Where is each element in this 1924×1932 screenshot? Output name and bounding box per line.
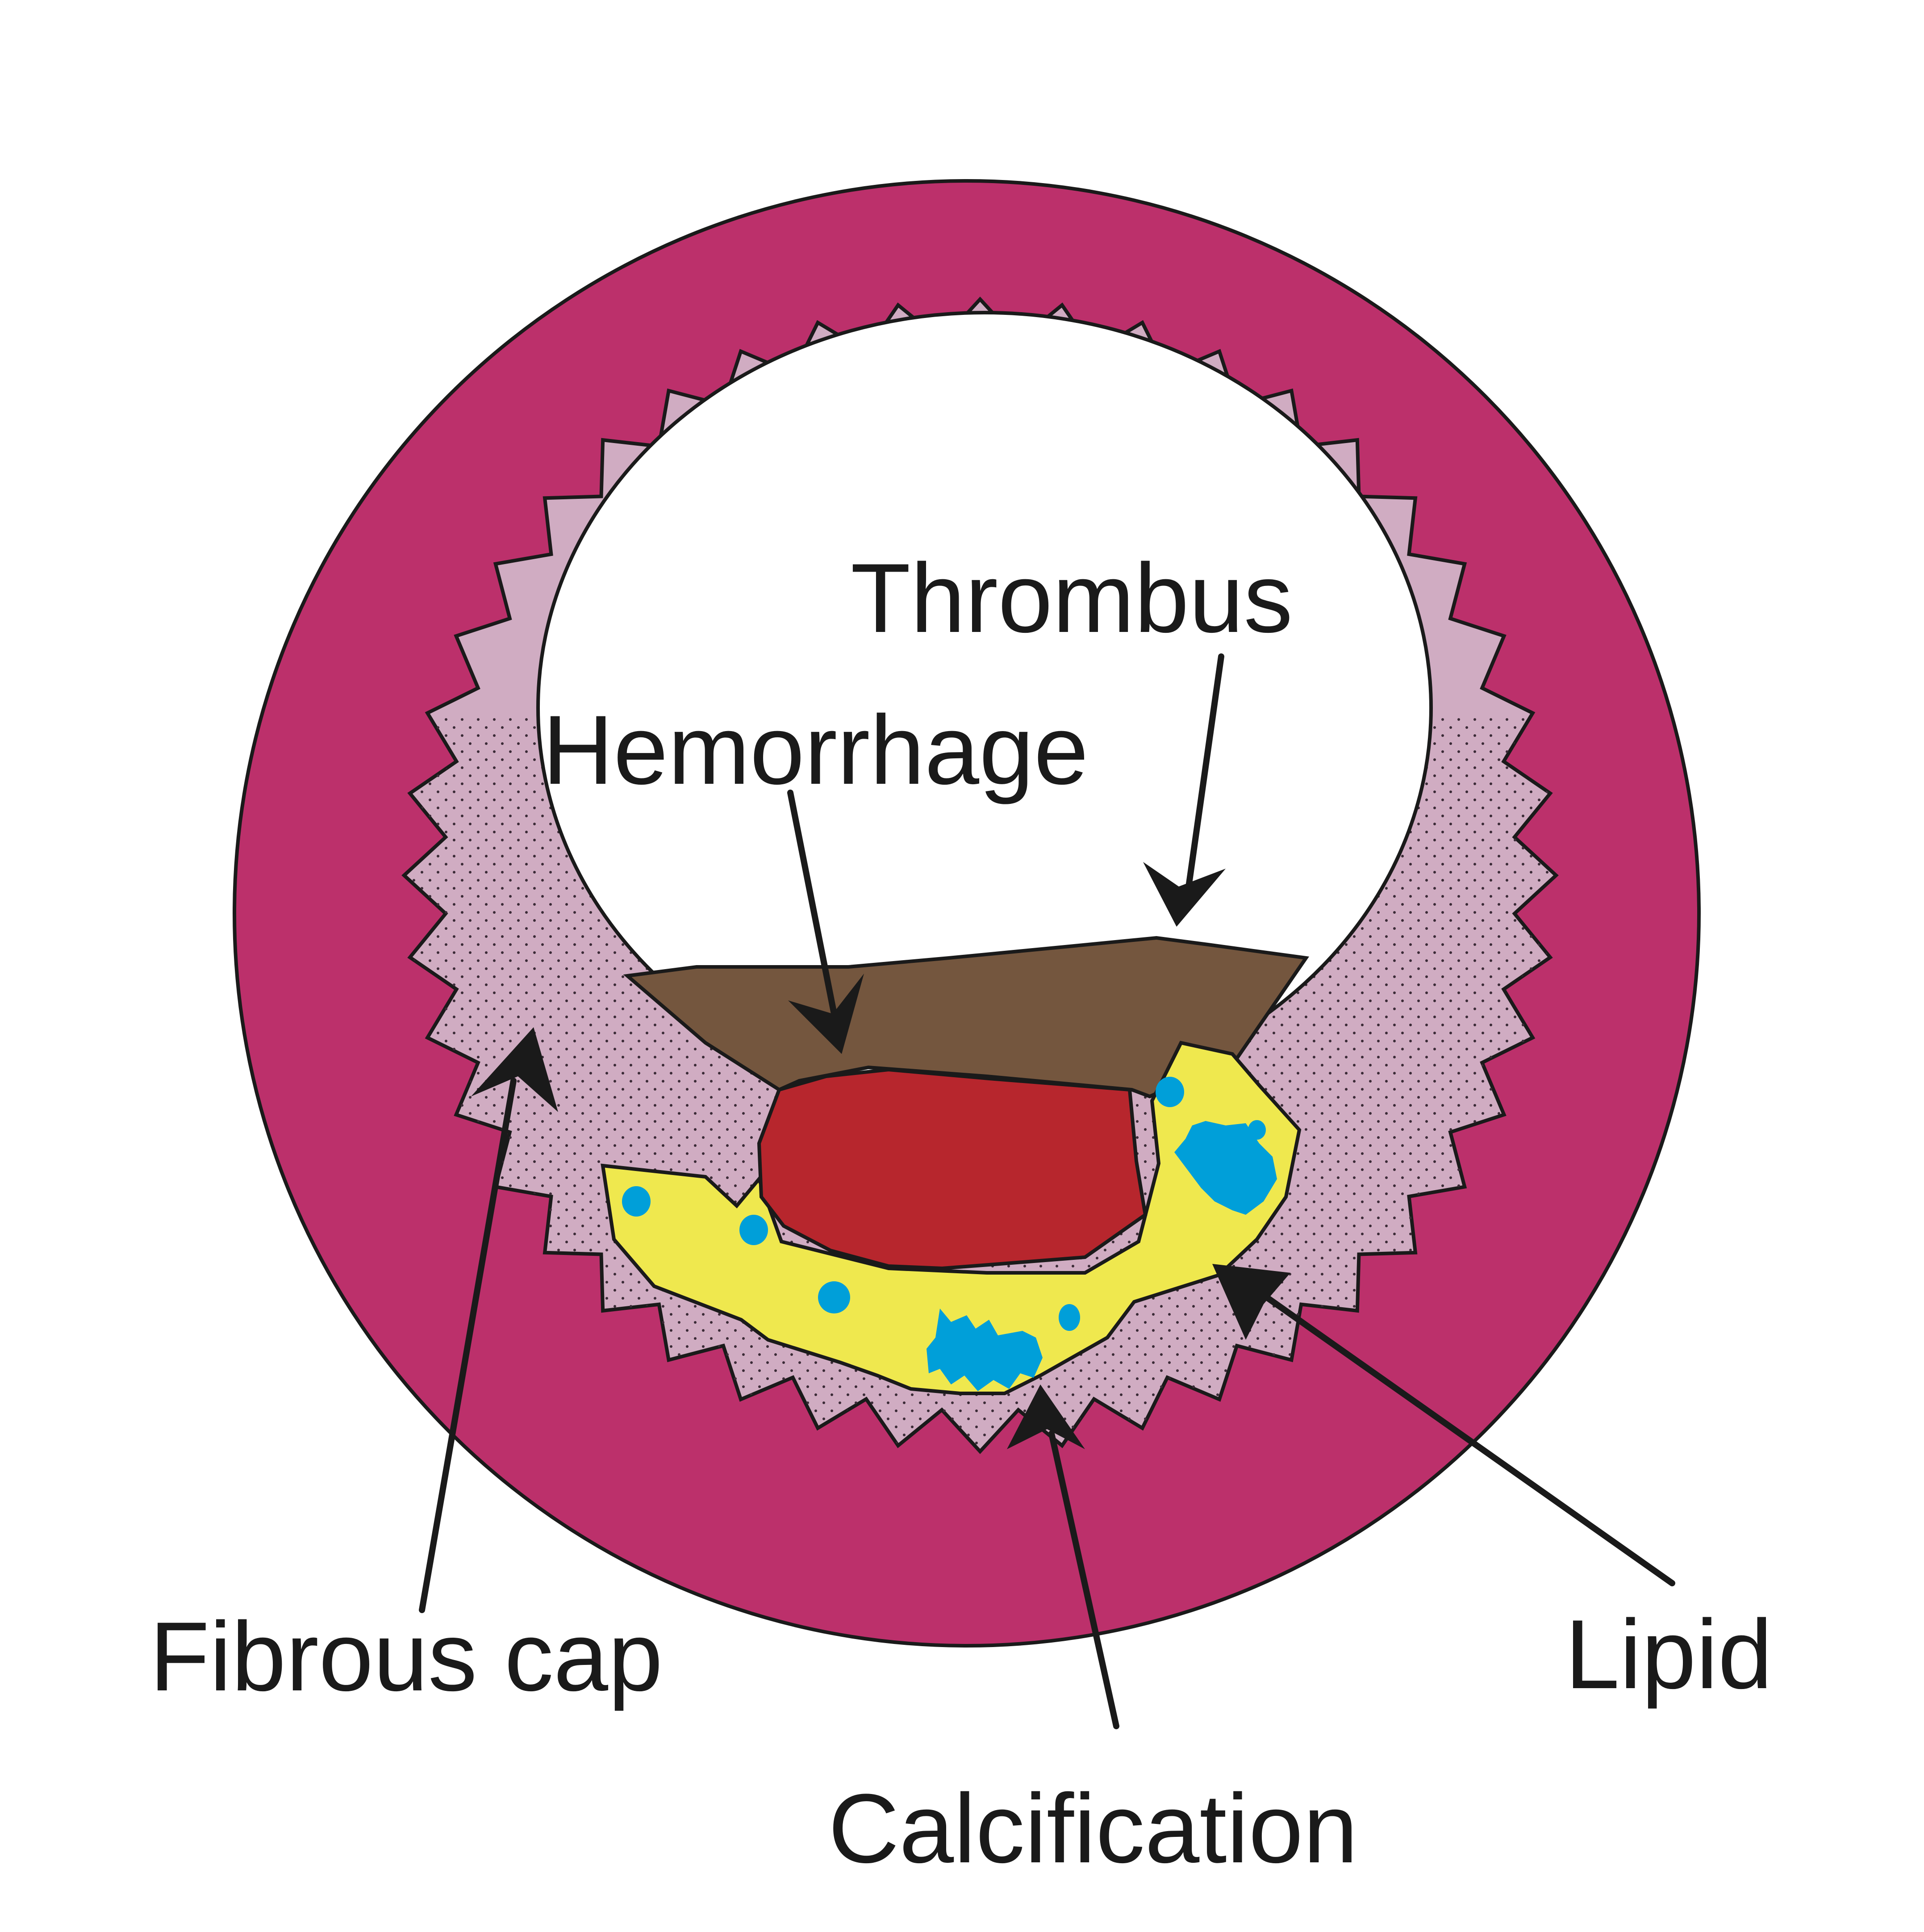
calcification-spot (1156, 1077, 1184, 1107)
thrombus-arrowhead (1143, 862, 1226, 927)
lipid-label: Lipid (1565, 1599, 1773, 1709)
lipid-arrowhead (1212, 1264, 1290, 1340)
calcification-arrow-line (1048, 1430, 1119, 1729)
calcification-spot (622, 1186, 651, 1217)
calcification-spot (1248, 1120, 1266, 1140)
calcification-arrowhead (1007, 1384, 1085, 1449)
fibrous-cap-label: Fibrous cap (150, 1602, 663, 1711)
calcification-deposit-lower (927, 1309, 1043, 1391)
calcification-spot (739, 1215, 768, 1245)
fibrous-cap-arrowhead (471, 1027, 558, 1112)
hemorrhage-arrow-line (787, 790, 838, 1021)
hemorrhage-arrowhead (788, 974, 864, 1054)
calcification-deposit-upper (1174, 1121, 1277, 1215)
lipid-core (601, 1041, 1302, 1395)
thrombus-arrow-line (1185, 653, 1224, 896)
hemorrhage-region (757, 1067, 1148, 1271)
labels: Thrombus Hemorrhage Fibrous cap Lipid Ca… (150, 543, 1773, 1883)
calcification-label: Calcification (828, 1773, 1358, 1883)
thrombus-label: Thrombus (851, 543, 1293, 653)
lipid-arrow-line (1260, 1292, 1675, 1586)
calcification-spot (1059, 1304, 1080, 1331)
hemorrhage-label: Hemorrhage (543, 695, 1089, 805)
calcification-spot (818, 1281, 850, 1313)
label-arrows (419, 653, 1675, 1729)
fibrous-cap-arrow-line (419, 1078, 517, 1613)
calcification-deposits (622, 1077, 1277, 1391)
